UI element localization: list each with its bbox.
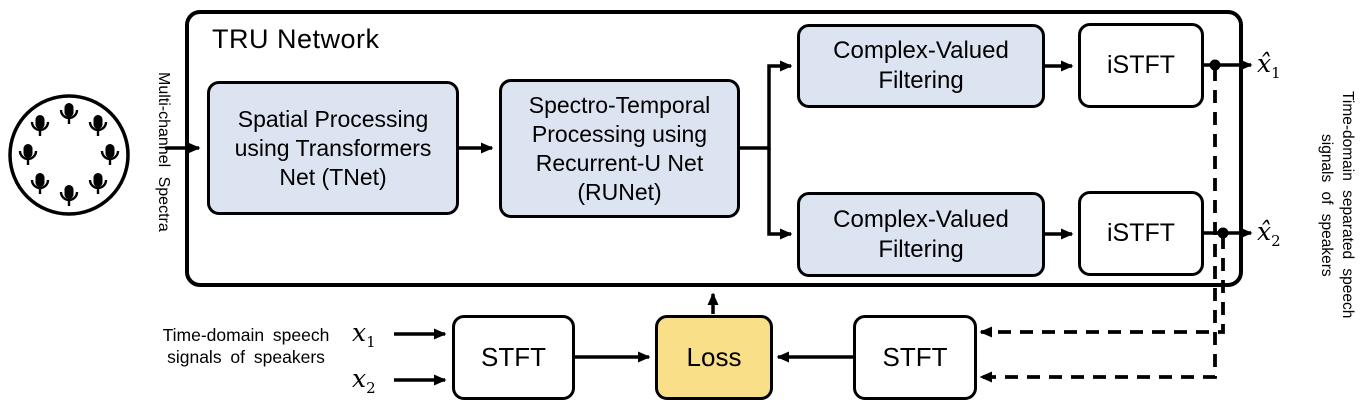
istft-top-block: iSTFT bbox=[1078, 23, 1204, 108]
complex-valued-filtering-top-block: Complex-Valued Filtering bbox=[797, 24, 1045, 108]
xhat1-sub: 1 bbox=[1271, 64, 1281, 82]
multichannel-spectra-label: Multi-channel Spectra bbox=[155, 72, 172, 232]
tru-network-title: TRU Network bbox=[212, 24, 380, 54]
xhat1-base: x̂ bbox=[1257, 49, 1272, 78]
tnet-line: Spatial Processing bbox=[237, 105, 429, 132]
cvf-line: Complex-Valued bbox=[833, 205, 1009, 233]
mic-icon bbox=[30, 171, 50, 196]
x2-sub: 2 bbox=[366, 379, 376, 397]
cvf-line: Filtering bbox=[878, 67, 964, 94]
complex-valued-filtering-bottom-block: Complex-Valued Filtering bbox=[797, 192, 1045, 277]
runet-line: Spectro-Temporal bbox=[528, 91, 711, 118]
mic-icon bbox=[18, 142, 38, 167]
time-domain-speech-caption: Time-domain speech signals of speakers bbox=[138, 324, 354, 368]
cvf-line: Complex-Valued bbox=[833, 37, 1009, 64]
runet-line: Processing using bbox=[531, 120, 708, 147]
mic-icon bbox=[59, 101, 79, 126]
xhat2-output-label: x̂2 bbox=[1257, 217, 1281, 249]
separated-speech-line: signals of speakers bbox=[1318, 133, 1335, 277]
stft-label: STFT bbox=[481, 342, 546, 372]
tnet-line: Net (TNet) bbox=[279, 163, 387, 190]
runet-line: (RUNet) bbox=[577, 178, 662, 205]
caption-line: signals of speakers bbox=[167, 347, 325, 367]
mic-icon bbox=[100, 142, 120, 167]
loss-label: Loss bbox=[686, 342, 742, 372]
mic-icon bbox=[59, 183, 79, 208]
istft-label: iSTFT bbox=[1106, 219, 1176, 247]
loss-block: Loss bbox=[655, 315, 773, 400]
mic-array-icon bbox=[8, 94, 130, 216]
stft-label: STFT bbox=[882, 342, 948, 372]
xhat2-base: x̂ bbox=[1257, 217, 1272, 246]
separated-speech-label: Time-domain separated speech signals of … bbox=[1312, 6, 1358, 404]
caption-line: Time-domain speech bbox=[162, 325, 330, 345]
tnet-block: Spatial Processing using Transformers Ne… bbox=[207, 81, 459, 215]
mic-array-circle bbox=[8, 94, 130, 216]
runet-line: Recurrent-U Net bbox=[535, 149, 704, 176]
x2-base: x bbox=[352, 364, 367, 393]
tnet-line: using Transformers bbox=[234, 134, 432, 161]
mic-icon bbox=[30, 113, 50, 138]
cvf-line: Filtering bbox=[878, 235, 964, 263]
istft-bottom-block: iSTFT bbox=[1078, 191, 1204, 276]
separated-speech-line: Time-domain separated speech bbox=[1339, 91, 1356, 319]
xhat2-sub: 2 bbox=[1271, 232, 1281, 250]
x1-input-label: x1 bbox=[352, 318, 376, 350]
x1-sub: 1 bbox=[366, 333, 376, 351]
mic-icon bbox=[88, 113, 108, 138]
stft-outputs-block: STFT bbox=[853, 315, 977, 400]
istft-label: iSTFT bbox=[1106, 51, 1176, 79]
x1-base: x bbox=[352, 318, 367, 347]
stft-inputs-block: STFT bbox=[452, 315, 575, 400]
runet-block: Spectro-Temporal Processing using Recurr… bbox=[499, 79, 740, 218]
xhat1-output-label: x̂1 bbox=[1257, 49, 1281, 81]
mic-icon bbox=[88, 171, 108, 196]
x2-input-label: x2 bbox=[352, 364, 376, 396]
